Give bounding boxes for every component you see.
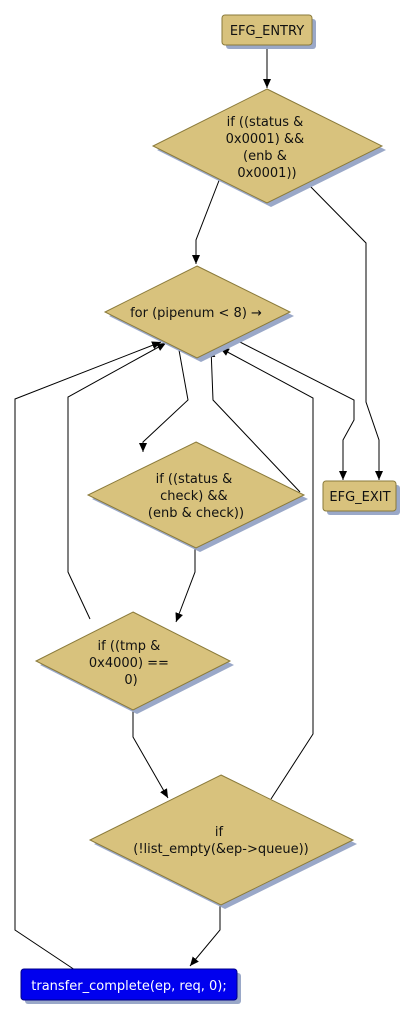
node-label-line: transfer_complete(ep, req, 0);	[31, 979, 226, 994]
edge-cond-tmp-to-cond-list-empty	[132, 708, 169, 799]
edge-cond-status-to-loop	[192, 177, 221, 264]
node-label-line: check) &&	[160, 489, 228, 504]
node-label-line: EFG_EXIT	[329, 490, 390, 505]
node-efg-entry[interactable]: EFG_ENTRY	[221, 14, 316, 49]
edge-cond-status-to-exit	[305, 181, 383, 480]
node-label-line: 0x0001) &&	[226, 132, 305, 147]
node-cond-list-empty[interactable]: if (!list_empty(&ep->queue))	[88, 774, 357, 909]
node-loop-pipenum[interactable]: for (pipenum < 8) →	[103, 265, 294, 362]
node-label-line: if ((tmp &	[98, 639, 161, 654]
node-box	[221, 14, 313, 46]
edge-cond-check-to-cond-tmp	[175, 548, 196, 623]
node-label-line: 0)	[124, 673, 137, 688]
node-label-line: EFG_ENTRY	[230, 24, 304, 39]
node-label-line: (enb &	[243, 149, 287, 164]
node-diamond	[86, 441, 306, 549]
node-efg-exit[interactable]: EFG_EXIT	[322, 480, 400, 515]
node-label: if (!list_empty(&ep->queue))	[133, 825, 309, 857]
node-diamond	[88, 774, 355, 906]
node-label: if ((tmp & 0x4000) == 0)	[89, 639, 173, 688]
node-label: if ((status & check) && (enb & check))	[148, 472, 244, 521]
edge-cond-check-back-to-loop	[207, 347, 301, 493]
node-label-line: (enb & check))	[148, 506, 244, 521]
node-box	[322, 480, 397, 512]
edges	[14, 46, 383, 971]
node-label-line: if ((status &	[227, 115, 304, 130]
node-diamond	[103, 265, 292, 359]
node-cond-tmp[interactable]: if ((tmp & 0x4000) == 0)	[34, 611, 234, 714]
node-label: for (pipenum < 8) →	[130, 306, 262, 321]
edge-transfer-back-to-loop	[14, 341, 162, 971]
node-label-line: for (pipenum < 8) →	[130, 306, 262, 321]
node-label-line: if ((status &	[156, 472, 233, 487]
edge-cond-tmp-back-to-loop	[67, 342, 167, 620]
node-label: EFG_ENTRY	[230, 24, 304, 39]
node-box	[20, 968, 238, 1001]
node-label: EFG_EXIT	[329, 490, 390, 505]
edge-loop-to-cond-check	[139, 349, 189, 452]
node-label-line: 0x4000) ==	[89, 656, 169, 671]
node-label-line: if	[215, 825, 224, 840]
edge-cond-list-empty-to-transfer	[189, 905, 221, 967]
node-diamond	[151, 88, 384, 204]
node-cond-status[interactable]: if ((status & 0x0001) && (enb & 0x0001))	[151, 88, 386, 207]
node-diamond	[34, 611, 232, 711]
node-transfer-complete[interactable]: transfer_complete(ep, req, 0);	[20, 968, 241, 1004]
node-label-line: (!list_empty(&ep->queue))	[133, 842, 309, 857]
edge-cond-list-empty-back-to-loop	[219, 347, 314, 800]
node-label: if ((status & 0x0001) && (enb & 0x0001))	[226, 115, 309, 181]
node-label: transfer_complete(ep, req, 0);	[31, 979, 226, 994]
node-cond-check[interactable]: if ((status & check) && (enb & check))	[86, 441, 308, 552]
edge-loop-to-exit	[231, 337, 355, 480]
node-label-line: 0x0001))	[237, 166, 296, 181]
